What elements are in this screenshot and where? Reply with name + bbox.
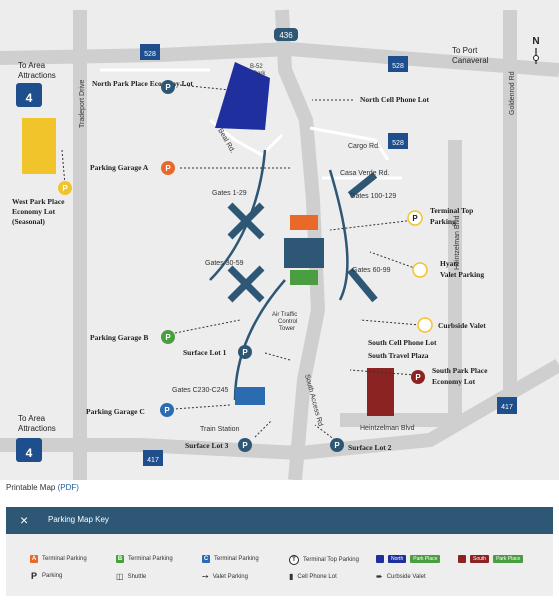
svg-text:To Area: To Area bbox=[18, 61, 46, 70]
svg-text:Parking: Parking bbox=[430, 217, 456, 226]
svg-text:P: P bbox=[165, 164, 171, 173]
svg-text:To Port: To Port bbox=[452, 46, 478, 55]
svg-text:P: P bbox=[242, 348, 248, 357]
cell-phone-icon: ▮ bbox=[289, 572, 293, 581]
legend-item-curbside: ➨Curbside Valet bbox=[376, 572, 426, 581]
terminal-core bbox=[284, 238, 324, 268]
svg-text:South Park Place: South Park Place bbox=[432, 366, 488, 375]
legend-item-shuttle: ◫Shuttle bbox=[116, 572, 146, 581]
legend-north-park-place: NorthPark Place bbox=[376, 555, 440, 563]
svg-text:Hyatt: Hyatt bbox=[440, 259, 459, 268]
svg-text:Attractions: Attractions bbox=[18, 424, 56, 433]
svg-text:Gates C230-C245: Gates C230-C245 bbox=[172, 387, 229, 394]
legend-item-cell: ▮Cell Phone Lot bbox=[289, 572, 337, 581]
svg-text:Gates 1-29: Gates 1-29 bbox=[212, 190, 247, 197]
west-park-place-lot bbox=[22, 118, 56, 174]
legend-item-p: PParking bbox=[30, 572, 62, 580]
svg-text:Park: Park bbox=[253, 71, 266, 77]
svg-text:436: 436 bbox=[279, 31, 293, 40]
svg-text:P: P bbox=[164, 406, 170, 415]
shuttle-icon: ◫ bbox=[116, 572, 124, 581]
svg-text:528: 528 bbox=[144, 51, 156, 58]
svg-text:West Park Place: West Park Place bbox=[12, 197, 65, 206]
sr528-right-shield: 528 bbox=[388, 56, 408, 72]
legend-item-a: ATerminal Parking bbox=[30, 555, 87, 563]
svg-text:Gates 30-59: Gates 30-59 bbox=[205, 260, 244, 267]
parking-map-key-bar[interactable]: × Parking Map Key bbox=[6, 507, 553, 534]
svg-text:P: P bbox=[165, 83, 171, 92]
pdf-link[interactable]: (PDF) bbox=[58, 483, 79, 492]
svg-text:South Travel Plaza: South Travel Plaza bbox=[368, 351, 429, 360]
legend-item-b: BTerminal Parking bbox=[116, 555, 173, 563]
svg-text:Cargo Rd.: Cargo Rd. bbox=[348, 143, 380, 150]
close-icon[interactable]: × bbox=[20, 512, 28, 528]
terminal-c bbox=[235, 387, 265, 405]
svg-text:Surface Lot 1: Surface Lot 1 bbox=[183, 348, 227, 357]
printable-map-link[interactable]: Printable Map (PDF) bbox=[6, 483, 79, 492]
curbside-valet-icon: ➨ bbox=[376, 572, 383, 581]
svg-text:Surface Lot 2: Surface Lot 2 bbox=[348, 443, 392, 452]
svg-text:Economy Lot: Economy Lot bbox=[432, 377, 476, 386]
svg-text:Economy Lot: Economy Lot bbox=[12, 207, 56, 216]
svg-text:Valet Parking: Valet Parking bbox=[440, 270, 484, 279]
terminal-b bbox=[290, 270, 318, 285]
south-park-place-lot bbox=[367, 368, 394, 416]
valet-icon: ➙ bbox=[202, 572, 209, 581]
svg-text:N: N bbox=[532, 36, 539, 47]
svg-text:South Cell Phone Lot: South Cell Phone Lot bbox=[368, 338, 437, 347]
svg-text:Tower: Tower bbox=[279, 326, 295, 332]
legend-item-c: CTerminal Parking bbox=[202, 555, 259, 563]
svg-text:4: 4 bbox=[26, 91, 33, 105]
sr417-right-shield: 417 bbox=[497, 397, 517, 414]
svg-text:P: P bbox=[334, 441, 340, 450]
svg-text:Parking Garage A: Parking Garage A bbox=[90, 163, 149, 172]
sr528-left-shield: 528 bbox=[140, 44, 160, 60]
interstate-4-bottom-shield: 4 bbox=[16, 438, 42, 462]
svg-text:Parking Garage B: Parking Garage B bbox=[90, 333, 148, 342]
svg-text:P: P bbox=[62, 184, 68, 193]
sr528-center-shield: 528 bbox=[388, 133, 408, 149]
svg-text:Train Station: Train Station bbox=[200, 426, 240, 433]
svg-text:North Park Place Economy Lot: North Park Place Economy Lot bbox=[92, 79, 193, 88]
svg-text:Heintzelman Blvd: Heintzelman Blvd bbox=[360, 425, 415, 432]
legend: ATerminal Parking BTerminal Parking CTer… bbox=[6, 534, 553, 596]
airport-parking-map: 4 4 436 528 528 528 417 417 N Tradeport … bbox=[0, 0, 559, 480]
svg-text:P: P bbox=[412, 214, 418, 223]
svg-text:P: P bbox=[242, 441, 248, 450]
svg-text:Surface Lot 3: Surface Lot 3 bbox=[185, 441, 229, 450]
svg-text:528: 528 bbox=[392, 63, 404, 70]
legend-south-park-place: SouthPark Place bbox=[458, 555, 523, 563]
svg-text:Parking Garage C: Parking Garage C bbox=[86, 407, 145, 416]
svg-text:B-52: B-52 bbox=[250, 64, 263, 70]
svg-text:Air Traffic: Air Traffic bbox=[272, 312, 297, 318]
svg-text:Terminal Top: Terminal Top bbox=[430, 206, 473, 215]
svg-text:Tradeport Drive: Tradeport Drive bbox=[79, 80, 86, 128]
legend-item-t: TTerminal Top Parking bbox=[289, 555, 359, 565]
svg-text:4: 4 bbox=[26, 446, 33, 460]
svg-text:528: 528 bbox=[392, 140, 404, 147]
svg-text:P: P bbox=[415, 373, 421, 382]
key-title: Parking Map Key bbox=[48, 515, 109, 524]
svg-text:(Seasonal): (Seasonal) bbox=[12, 217, 45, 226]
interstate-4-top-shield: 4 bbox=[16, 83, 42, 107]
svg-text:To Area: To Area bbox=[18, 414, 46, 423]
svg-text:Gates 60-99: Gates 60-99 bbox=[352, 267, 391, 274]
sr417-bottom-shield: 417 bbox=[143, 450, 163, 466]
svg-text:Attractions: Attractions bbox=[18, 71, 56, 80]
svg-text:Goldenrod Rd: Goldenrod Rd bbox=[509, 71, 516, 115]
svg-text:Control: Control bbox=[278, 319, 297, 325]
printable-map-text: Printable Map bbox=[6, 483, 55, 492]
svg-text:P: P bbox=[165, 333, 171, 342]
sr436-shield: 436 bbox=[274, 28, 298, 41]
svg-text:Canaveral: Canaveral bbox=[452, 56, 489, 65]
svg-text:417: 417 bbox=[147, 457, 159, 464]
svg-text:417: 417 bbox=[501, 404, 513, 411]
legend-item-valet: ➙Valet Parking bbox=[202, 572, 248, 581]
svg-text:Gates 100-129: Gates 100-129 bbox=[350, 193, 396, 200]
svg-text:North Cell Phone Lot: North Cell Phone Lot bbox=[360, 95, 429, 104]
svg-text:Curbside Valet: Curbside Valet bbox=[438, 321, 486, 330]
terminal-a bbox=[290, 215, 318, 230]
svg-text:Casa Verde Rd.: Casa Verde Rd. bbox=[340, 170, 389, 177]
